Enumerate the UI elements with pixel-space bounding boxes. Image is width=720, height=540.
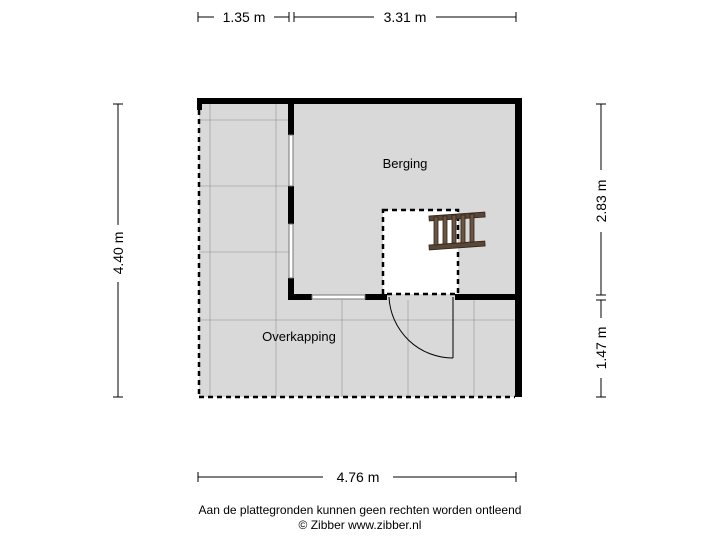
wall-inner-bottom <box>288 278 294 300</box>
room-label-storage: Berging <box>383 156 428 171</box>
wall-inner-mid <box>288 186 294 224</box>
dim-bottom: 4.76 m <box>337 469 380 485</box>
dashed-boundaries <box>197 110 515 399</box>
dim-left: 4.40 m <box>110 232 126 275</box>
dim-top-left: 1.35 m <box>223 9 266 25</box>
wall-right <box>515 98 522 397</box>
footer-copyright: © Zibber www.zibber.nl <box>298 518 422 532</box>
door-swing <box>388 296 454 359</box>
wall-top <box>197 98 522 104</box>
door <box>388 296 454 359</box>
wall-left-stub <box>197 98 202 110</box>
window-left-upper <box>288 134 294 187</box>
dim-right-top: 2.83 m <box>593 180 609 223</box>
dim-top-right: 3.31 m <box>384 9 427 25</box>
windows <box>288 134 366 300</box>
room-label-canopy: Overkapping <box>262 329 336 344</box>
dim-right-bottom: 1.47 m <box>593 327 609 370</box>
walls <box>197 98 522 397</box>
wall-storage-bottom-right <box>455 294 522 300</box>
paving-grid-dark <box>199 103 517 397</box>
wall-storage-bottom-mid <box>365 294 387 300</box>
hatch-outline <box>381 208 460 296</box>
window-left-lower <box>288 223 294 279</box>
wall-storage-bottom-left <box>288 294 312 300</box>
dimension-lines <box>113 12 606 482</box>
footer-disclaimer: Aan de plattegronden kunnen geen rechten… <box>198 503 522 517</box>
ladder-icon <box>428 211 486 251</box>
wall-inner-top <box>288 98 294 135</box>
window-bottom <box>311 294 366 300</box>
